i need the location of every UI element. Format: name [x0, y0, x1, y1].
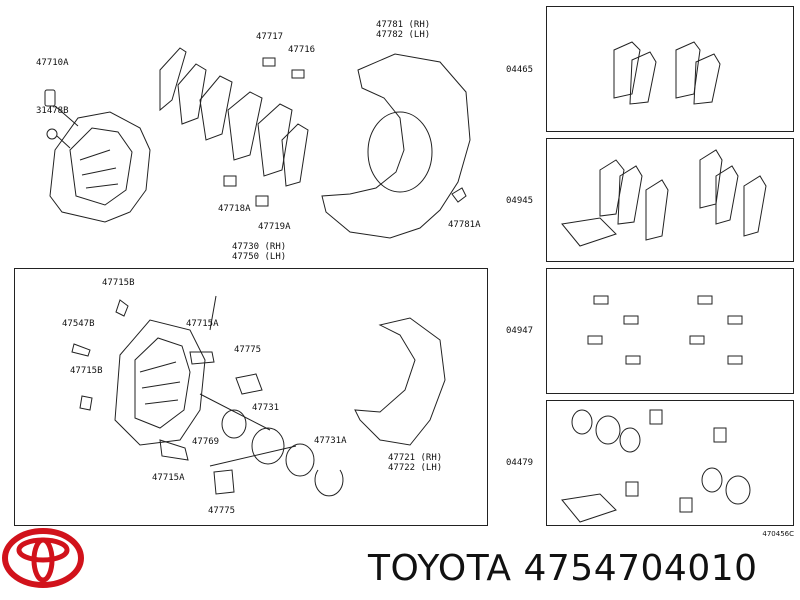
part-label-47775-bot: 47775: [208, 506, 236, 516]
part-label-47782-lh: 47782 (LH): [376, 30, 431, 40]
part-label-47730-rh: 47730 (RH): [232, 242, 287, 252]
kit-label-04479: 04479: [506, 458, 534, 468]
part-label-47781-rh: 47781 (RH): [376, 20, 431, 30]
brand-part-title: TOYOTA 4754704010: [368, 548, 758, 589]
caliper-assembly-box: [14, 268, 488, 526]
part-label-47731A: 47731A: [314, 436, 347, 446]
kit-label-04947: 04947: [506, 326, 534, 336]
part-label-47717: 47717: [256, 32, 284, 42]
kit-box-04465: [546, 6, 794, 132]
part-label-47781A: 47781A: [448, 220, 481, 230]
figure-code: 470456C: [762, 530, 794, 538]
kit-04479-art: [561, 409, 751, 523]
part-label-47731: 47731: [252, 403, 280, 413]
part-label-47547B: 47547B: [62, 319, 95, 329]
brake-pads-top: [159, 47, 309, 207]
dust-shield: [321, 53, 471, 239]
brand-name: TOYOTA: [368, 548, 512, 589]
part-label-47721-rh: 47721 (RH): [388, 453, 443, 463]
part-label-47775-top: 47775: [234, 345, 262, 355]
caliper-assembly-top: [44, 89, 151, 223]
part-label-47715A-top: 47715A: [186, 319, 219, 329]
kit-04465-art: [613, 41, 721, 105]
toyota-logo-icon: [2, 528, 84, 588]
part-label-47769: 47769: [192, 437, 220, 447]
kit-box-04947: [546, 268, 794, 394]
part-label-47715B-mid: 47715B: [70, 366, 103, 376]
part-label-47750-lh: 47750 (LH): [232, 252, 287, 262]
part-label-47715A-bot: 47715A: [152, 473, 185, 483]
part-label-47715B-top: 47715B: [102, 278, 135, 288]
kit-04945-art: [561, 149, 767, 247]
part-label-47719A: 47719A: [258, 222, 291, 232]
kit-box-04945: [546, 138, 794, 262]
caliper-assembly-main: [71, 295, 446, 497]
part-label-47718A: 47718A: [218, 204, 251, 214]
part-label-47710A: 47710A: [36, 58, 69, 68]
part-number: 4754704010: [523, 548, 758, 589]
kit-label-04945: 04945: [506, 196, 534, 206]
part-label-47722-lh: 47722 (LH): [388, 463, 443, 473]
kit-box-04479: [546, 400, 794, 526]
part-label-47716: 47716: [288, 45, 316, 55]
part-label-31478B: 31478B: [36, 106, 69, 116]
kit-label-04465: 04465: [506, 65, 534, 75]
kit-04947-art: [587, 295, 743, 365]
